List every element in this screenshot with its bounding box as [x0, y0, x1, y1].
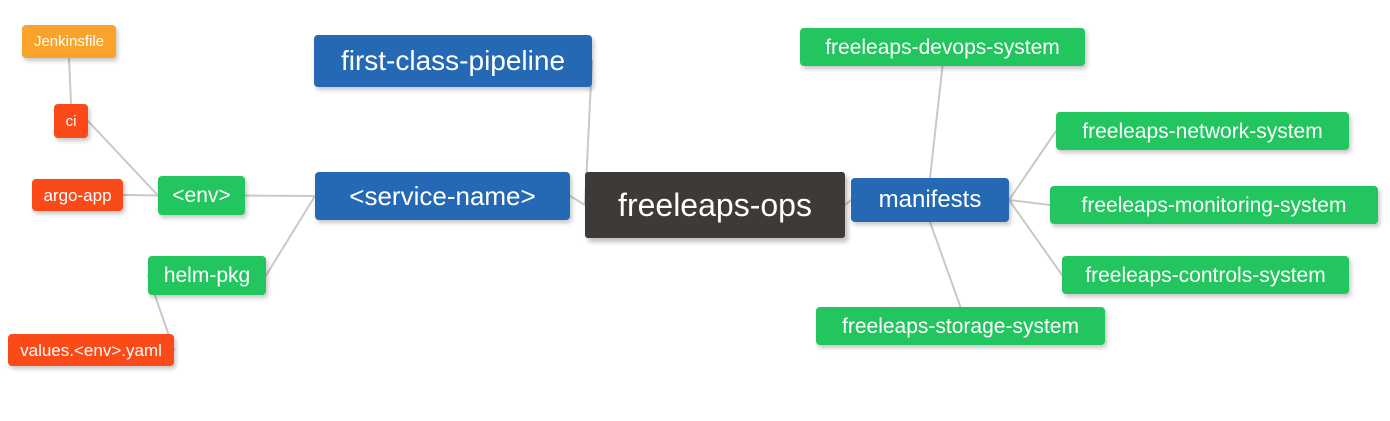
- node-values-env-yaml[interactable]: values.<env>.yaml: [8, 334, 174, 366]
- node-label: <env>: [172, 184, 231, 207]
- node-label: freeleaps-ops: [618, 187, 812, 223]
- node-argo-app[interactable]: argo-app: [32, 179, 123, 211]
- node-label: ci: [65, 112, 77, 130]
- node-freeleaps-storage-system[interactable]: freeleaps-storage-system: [816, 307, 1105, 345]
- edge-manifests-to-freeleaps-monitoring-system: [1008, 199, 1051, 206]
- node-label: freeleaps-devops-system: [825, 35, 1060, 59]
- edge-manifests-to-freeleaps-devops-system: [929, 65, 944, 179]
- node-freeleaps-controls-system[interactable]: freeleaps-controls-system: [1062, 256, 1349, 294]
- node-label: freeleaps-monitoring-system: [1081, 193, 1347, 217]
- node-helm-pkg[interactable]: helm-pkg: [148, 256, 266, 295]
- node-freeleaps-devops-system[interactable]: freeleaps-devops-system: [800, 28, 1085, 66]
- node-freeleaps-monitoring-system[interactable]: freeleaps-monitoring-system: [1050, 186, 1378, 224]
- edge-freeleaps-ops-to-service-name: [569, 195, 586, 206]
- node-ci[interactable]: ci: [54, 104, 88, 138]
- node-label: freeleaps-controls-system: [1085, 263, 1326, 287]
- node-freeleaps-network-system[interactable]: freeleaps-network-system: [1056, 112, 1349, 150]
- node-label: freeleaps-network-system: [1082, 119, 1323, 143]
- node-jenkinsfile[interactable]: Jenkinsfile: [22, 25, 116, 58]
- node-freeleaps-ops[interactable]: freeleaps-ops: [585, 172, 845, 238]
- edge-manifests-to-freeleaps-storage-system: [929, 221, 962, 308]
- node-label: Jenkinsfile: [33, 33, 105, 50]
- node-label: values.<env>.yaml: [20, 340, 162, 360]
- edge-service-name-to-env: [244, 194, 316, 197]
- node-label: first-class-pipeline: [340, 45, 566, 76]
- edge-service-name-to-helm-pkg: [265, 195, 316, 277]
- node-label: <service-name>: [349, 181, 536, 211]
- edge-ci-to-jenkinsfile: [68, 57, 72, 105]
- node-label: helm-pkg: [163, 264, 251, 287]
- node-manifests[interactable]: manifests: [851, 178, 1009, 222]
- edge-manifests-to-freeleaps-network-system: [1008, 130, 1057, 201]
- node-label: manifests: [878, 186, 982, 213]
- node-label: freeleaps-storage-system: [842, 314, 1079, 338]
- edge-env-to-argo-app: [122, 194, 159, 197]
- node-env[interactable]: <env>: [158, 176, 245, 215]
- node-label: argo-app: [43, 185, 112, 205]
- node-service-name[interactable]: <service-name>: [315, 172, 570, 220]
- node-first-class-pipeline[interactable]: first-class-pipeline: [314, 35, 592, 87]
